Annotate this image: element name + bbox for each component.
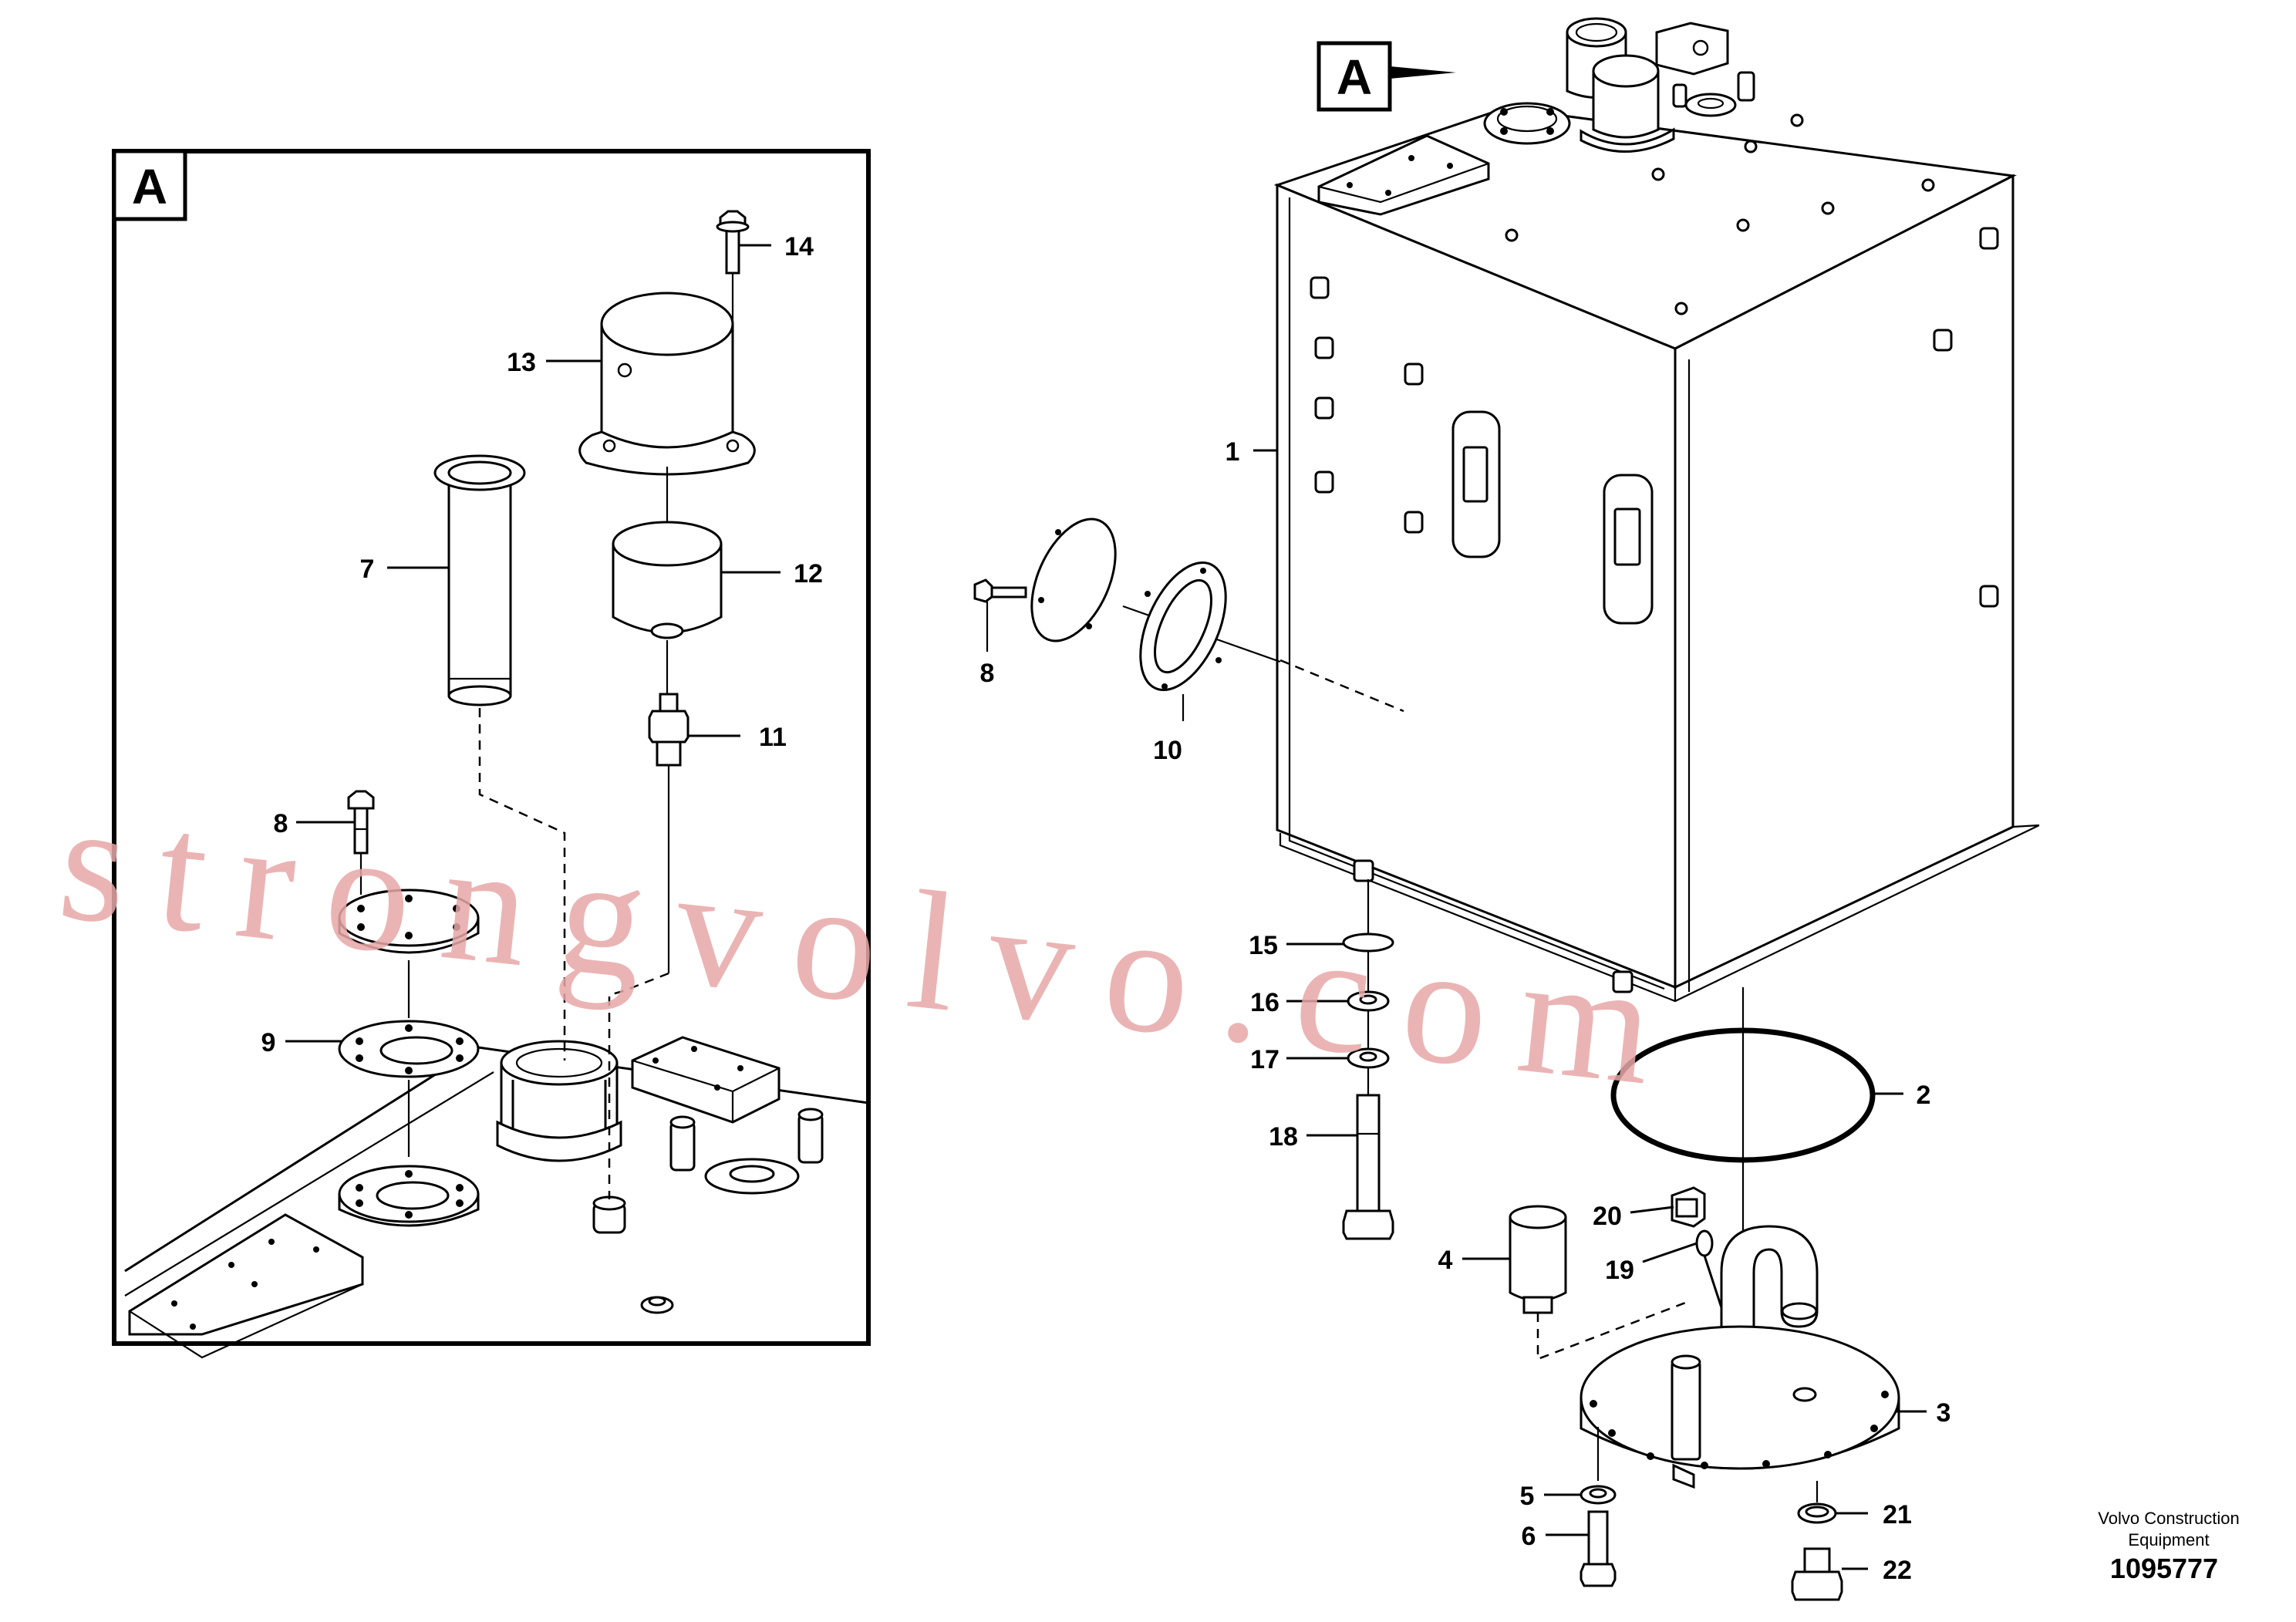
callout-19: 19 [1605, 1256, 1634, 1285]
credit-line-2: Equipment [2128, 1530, 2209, 1549]
main-assembly: A [973, 17, 2040, 1601]
part-8-bolt-main [973, 578, 1027, 603]
detail-tank-top [124, 1036, 869, 1359]
tank-port-ring [338, 1165, 480, 1227]
callout-13: 13 [507, 348, 536, 377]
detail-view-tag [112, 149, 187, 221]
view-arrow [1390, 66, 1456, 79]
callout-11: 11 [759, 723, 787, 752]
view-a-marker [1317, 41, 1392, 112]
detail-filler-housing [496, 1040, 622, 1162]
callout-2: 2 [1917, 1081, 1931, 1110]
callout-15: 15 [1249, 931, 1278, 960]
part-10-gasket [1139, 561, 1227, 692]
detail-view-a: A [112, 149, 871, 1359]
credit-line-1: Volvo Construction [2098, 1509, 2239, 1528]
parts-5-6-bolt [1580, 1427, 1617, 1587]
part-11-fitting [648, 693, 689, 767]
callout-8-main: 8 [980, 659, 995, 688]
part-12-filter-element [612, 521, 723, 639]
callout-5: 5 [1520, 1482, 1535, 1511]
callout-21: 21 [1883, 1500, 1912, 1529]
callouts: 1 2 3 4 5 6 7 8 8 9 10 11 12 13 14 15 16 [261, 232, 1951, 1585]
part-1-hydraulic-tank [1273, 17, 2040, 1003]
part-20-fitting [1671, 1186, 1706, 1228]
callout-16: 16 [1250, 988, 1279, 1017]
part-3-flange-plate [1580, 1325, 1900, 1489]
callout-14: 14 [784, 232, 814, 261]
part-4-filter [1509, 1205, 1567, 1314]
credit-block: Volvo Construction Equipment 1095777 [2098, 1509, 2239, 1584]
parts-15-18-fastener-stack [1342, 879, 1394, 1240]
cover-disc [1030, 518, 1117, 642]
callout-17: 17 [1250, 1045, 1279, 1074]
callout-20: 20 [1593, 1202, 1622, 1231]
callout-1: 1 [1226, 437, 1240, 467]
callout-6: 6 [1522, 1522, 1536, 1551]
part-13-breather-cap [578, 292, 756, 476]
callout-12: 12 [794, 559, 823, 588]
drawing-number: 1095777 [2110, 1553, 2218, 1584]
part-9-gasket [338, 1020, 480, 1078]
view-a-marker-label: A [1337, 49, 1372, 105]
callout-22: 22 [1883, 1556, 1912, 1585]
callout-10: 10 [1153, 736, 1182, 765]
callout-3: 3 [1937, 1398, 1951, 1428]
parts-21-22-plug [1791, 1481, 1843, 1601]
callout-9: 9 [261, 1028, 276, 1057]
detail-view-tag-label: A [132, 159, 167, 214]
callout-18: 18 [1269, 1122, 1298, 1152]
callout-8-detail: 8 [274, 809, 288, 838]
callout-7: 7 [360, 555, 375, 584]
part-7-strainer-tube [433, 454, 526, 706]
part-8-bolt-detail [347, 790, 375, 855]
callout-4: 4 [1438, 1246, 1453, 1275]
cover-plate-detail [338, 889, 480, 954]
